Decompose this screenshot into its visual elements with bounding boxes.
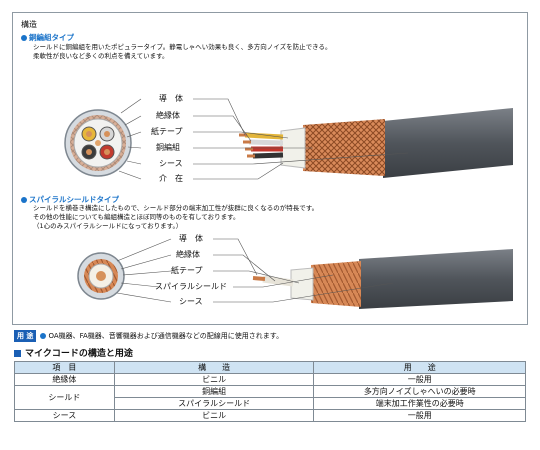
table-section-title: マイクコードの構造と用途 [14,346,133,359]
bullet-icon [40,333,47,339]
label-copper-braid: 銅編組 [156,143,180,152]
braided-leader-lines [118,98,409,180]
cell-structure: ビニル [113,373,315,386]
spiral-description: シールドを横巻き構造にしたもので、シールド部分の端末加工性が抜群に良くなるのが特… [33,204,319,230]
cell-use: 端末加工作業性の必要時 [313,397,526,410]
square-bullet-icon [14,350,21,357]
cell-item: 絶縁体 [14,373,115,386]
table-header-row: 項 目 構 造 用 途 [14,361,526,374]
table-row: 絶縁体 ビニル 一般用 [14,373,526,386]
header-structure: 構 造 [113,361,315,374]
header-use: 用 途 [313,361,526,374]
cell-item: シース [14,409,115,422]
braided-cable-side [239,108,513,178]
structure-use-table: 項 目 構 造 用 途 絶縁体 ビニル 一般用 シールド 銅編組 多方向ノイズし… [14,361,526,422]
label-conductor: 導 体 [159,94,183,103]
table-row: シールド 銅編組 多方向ノイズしゃへいの必要時 [14,385,526,410]
spiral-title: スパイラルシールドタイプ [21,194,119,205]
spiral-label-paper-tape: 紙テープ [171,266,203,275]
section-heading: 構造 [21,20,37,29]
label-sheath: シース [159,159,183,168]
label-paper-tape: 紙テープ [151,127,183,136]
cell-structure: ビニル [113,409,315,422]
spiral-leader-lines [116,238,394,303]
structure-panel: 構造 銅編組タイプ シールドに銅編組を用いたポピュラータイプ。静電しゃへい効果も… [12,12,528,325]
use-line: 用 途 OA機器、FA機器、音響機器および通信機器などの配線用に使用されます。 [14,330,283,342]
braided-title: 銅編組タイプ [21,32,74,43]
spiral-label-spiral-shield: スパイラルシールド [155,282,227,291]
header-item: 項 目 [14,361,115,374]
bullet-icon [21,35,27,41]
spiral-label-sheath: シース [179,297,203,306]
braided-description: シールドに銅編組を用いたポピュラータイプ。静電しゃへい効果も良く、多方向ノイズを… [33,43,332,60]
use-text: OA機器、FA機器、音響機器および通信機器などの配線用に使用されます。 [48,332,284,340]
cell-item: シールド [14,385,115,410]
bullet-icon [21,197,27,203]
cell-structure: 銅編組 [113,385,315,398]
braided-cross-section [64,109,132,177]
table-row: シース ビニル 一般用 [14,409,526,422]
spiral-label-insulator: 絶縁体 [176,250,200,259]
spiral-cable-side [252,249,513,309]
use-tag: 用 途 [14,330,37,342]
label-filler: 介 在 [159,174,183,183]
cell-use: 多方向ノイズしゃへいの必要時 [313,385,526,398]
cell-structure: スパイラルシールド [113,397,315,410]
cell-use: 一般用 [313,409,526,422]
spiral-label-conductor: 導 体 [179,234,203,243]
cable-illustrations [64,98,513,309]
label-insulator: 絶縁体 [156,111,180,120]
cell-use: 一般用 [313,373,526,386]
spiral-cross-section [77,252,125,300]
